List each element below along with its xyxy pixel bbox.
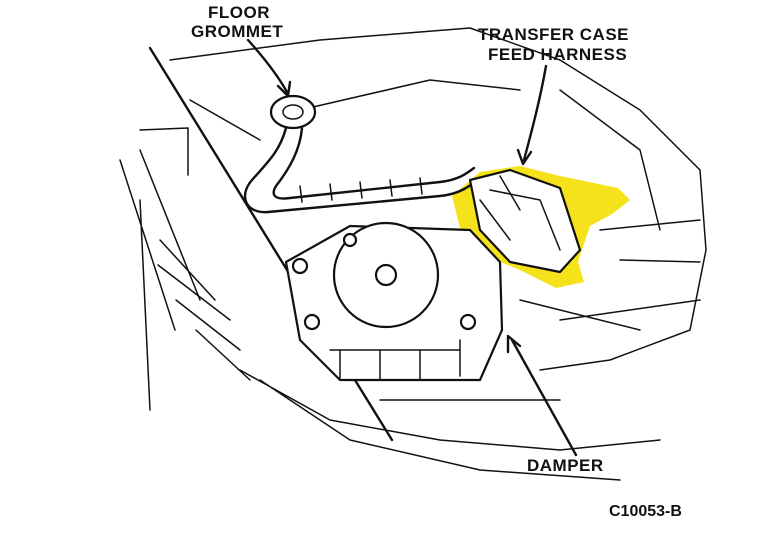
motor-center-nut xyxy=(374,263,398,287)
harness-ribs xyxy=(299,177,423,203)
connector-body xyxy=(468,168,582,274)
bolt-right xyxy=(459,313,477,331)
connector-details xyxy=(479,175,561,251)
label-floor-grommet-line2: GROMMET xyxy=(191,22,284,41)
pointer-damper-head xyxy=(506,334,522,354)
frame-ribs xyxy=(157,239,251,381)
harness-tube-outer xyxy=(243,126,482,214)
figure-code: C10053-B xyxy=(609,503,682,520)
pointer-floor-grommet xyxy=(246,38,289,94)
lower-pan-outline xyxy=(239,369,661,481)
label-floor-grommet-line1: FLOOR xyxy=(208,3,270,22)
label-transfer-case-line1: TRANSFER CASE xyxy=(478,25,630,44)
frame-rail-left xyxy=(119,127,201,411)
pointer-floor-grommet-head xyxy=(276,80,292,98)
transmission-outline xyxy=(169,27,707,371)
pointer-transfer-case xyxy=(522,64,548,162)
pointer-damper xyxy=(510,338,578,457)
floor-grommet-center xyxy=(282,104,304,120)
bolt-top xyxy=(342,232,358,248)
label-damper: DAMPER xyxy=(527,456,604,475)
harness-tube-inner xyxy=(272,126,476,200)
label-transfer-case-line2: FEED HARNESS xyxy=(488,45,628,64)
pointer-transfer-case-head xyxy=(516,148,533,166)
floor-grommet xyxy=(269,94,317,130)
bolt-left xyxy=(291,257,309,275)
motor-base-ribs xyxy=(329,339,461,381)
bolt-lower-left xyxy=(303,313,321,331)
